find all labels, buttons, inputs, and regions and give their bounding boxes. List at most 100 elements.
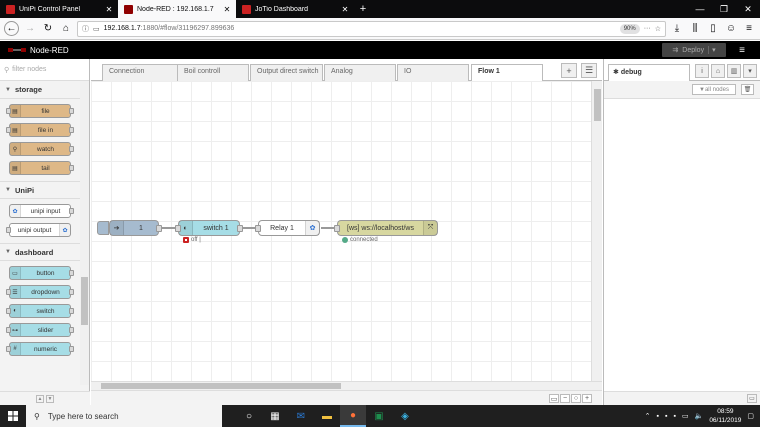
flow-node-relay[interactable]: Relay 1 ✿ <box>255 220 320 236</box>
palette-node-button[interactable]: ▭ button <box>9 266 74 280</box>
info-tab-icon[interactable]: i <box>695 64 709 78</box>
taskbar-clock[interactable]: 08:59 06/11/2019 <box>709 407 741 425</box>
popout-icon[interactable]: ▭ <box>747 394 757 403</box>
palette-category-unipi[interactable]: ▼ UniPi <box>0 181 89 199</box>
info-icon[interactable]: ⓘ <box>82 25 89 33</box>
tray-app-icon[interactable]: ▪ <box>656 412 659 420</box>
palette-node-unipi-output[interactable]: unipi output ✿ <box>6 223 71 237</box>
input-port[interactable] <box>255 225 261 232</box>
zoom-out-icon[interactable]: − <box>560 394 570 403</box>
tab-flow-1[interactable]: Flow 1 <box>471 64 543 82</box>
flow-list-icon[interactable]: ☰ <box>581 63 597 78</box>
task-view-icon[interactable]: ○ <box>245 410 253 422</box>
flow-canvas[interactable]: ➔ 1 ◐ switch 1 off | Relay 1 ✿ [ws] ws:/… <box>91 81 591 381</box>
debug-filter-button[interactable]: ▼ all nodes <box>692 84 736 95</box>
palette-node-tail[interactable]: ▤ tail <box>9 161 74 175</box>
palette-node-switch[interactable]: ◐ switch <box>6 304 74 318</box>
tray-expand-icon[interactable]: ⌃ <box>644 413 651 420</box>
library-icon[interactable]: ⫼ <box>692 23 698 34</box>
tab-output-direct-switch[interactable]: Output direct switch <box>250 64 323 81</box>
chart-tab-icon[interactable]: ▥ <box>727 64 741 78</box>
output-port[interactable] <box>156 225 162 232</box>
dashboard-tab-icon[interactable]: ⌂ <box>711 64 725 78</box>
palette-node-file[interactable]: ▤ file <box>6 104 74 118</box>
minimize-icon[interactable]: — <box>695 4 705 14</box>
output-port <box>69 308 74 314</box>
tab-debug[interactable]: ✱ debug <box>608 64 690 81</box>
firefox-app-icon[interactable]: ● <box>340 405 366 427</box>
palette-filter-input[interactable]: ⚲ filter nodes <box>0 59 89 81</box>
tab-io[interactable]: IO <box>397 64 469 81</box>
tab-boil-controll[interactable]: Boil controll <box>177 64 249 81</box>
tray-app-icon[interactable]: ▪ <box>665 412 668 420</box>
close-tab-icon[interactable]: ✕ <box>105 4 113 14</box>
more-icon[interactable]: ··· <box>643 25 651 32</box>
tab-analog[interactable]: Analog <box>324 64 396 81</box>
close-tab-icon[interactable]: ✕ <box>223 4 231 14</box>
sidebar-tabs-dropdown-icon[interactable]: ▾ <box>743 64 757 78</box>
palette-category-dashboard[interactable]: ▼ dashboard <box>0 243 89 261</box>
close-tab-icon[interactable]: ✕ <box>341 4 349 14</box>
flow-node-switch[interactable]: ◐ switch 1 <box>175 220 243 236</box>
inject-button[interactable] <box>97 221 109 235</box>
new-tab-button[interactable]: + <box>359 3 367 15</box>
restore-icon[interactable]: ❐ <box>719 3 729 14</box>
canvas-vertical-scrollbar[interactable] <box>591 81 602 381</box>
output-port[interactable] <box>237 225 243 232</box>
scrollbar-thumb[interactable] <box>594 89 601 121</box>
browser-tab-unipi[interactable]: UniPi Control Panel ✕ <box>0 0 118 18</box>
zoom-badge[interactable]: 90% <box>619 23 640 34</box>
scrollbar-thumb[interactable] <box>81 277 88 325</box>
outlook-app-icon[interactable]: ✉ <box>296 410 306 422</box>
windows-start-button[interactable] <box>0 405 26 427</box>
back-icon[interactable]: ← <box>4 21 19 36</box>
taskbar-search-input[interactable]: ⚲ Type here to search <box>26 405 222 427</box>
forward-icon[interactable]: → <box>25 23 35 34</box>
home-icon[interactable]: ⌂ <box>62 23 70 34</box>
deploy-options-icon[interactable]: ▾ <box>708 46 716 54</box>
palette-node-slider[interactable]: ⊶ slider <box>6 323 74 337</box>
volume-icon[interactable]: 🔈 <box>694 413 704 420</box>
trash-icon[interactable]: 🗑 <box>741 84 754 95</box>
deploy-button[interactable]: ⇉ Deploy ▾ <box>662 43 726 57</box>
palette-category-storage[interactable]: ▼ storage <box>0 81 89 99</box>
reload-icon[interactable]: ↻ <box>43 23 53 34</box>
flow-node-websocket[interactable]: [ws] ws://localhost/ws ⤧ <box>334 220 438 236</box>
input-port[interactable] <box>175 225 181 232</box>
palette-node-watch[interactable]: ⚲ watch <box>9 142 74 156</box>
downloads-icon[interactable]: ⤓ <box>674 23 680 34</box>
calendar-app-icon[interactable]: ▦ <box>270 410 280 422</box>
zoom-controls: ▭ − ○ + <box>549 394 592 403</box>
bookmark-star-icon[interactable]: ☆ <box>654 25 661 33</box>
browser-menu-icon[interactable]: ≡ <box>746 23 752 34</box>
account-icon[interactable]: ☺ <box>725 23 737 34</box>
navigator-icon[interactable]: ▭ <box>549 394 559 403</box>
palette-node-unipi-input[interactable]: ✿ unipi input <box>9 204 74 218</box>
zoom-in-icon[interactable]: + <box>582 394 592 403</box>
close-window-icon[interactable]: ✕ <box>744 3 752 14</box>
scrollbar-thumb[interactable] <box>101 383 341 389</box>
browser-tab-jotio[interactable]: JoTio Dashboard ✕ <box>236 0 354 18</box>
tray-app-icon[interactable]: ▪ <box>673 412 676 420</box>
input-port[interactable] <box>334 225 340 232</box>
url-bar[interactable]: ⓘ ▭ 192.168.1.7:1880/#flow/31196297.8996… <box>77 20 666 37</box>
palette-scrollbar[interactable] <box>80 81 89 385</box>
network-icon[interactable]: ▭ <box>681 413 689 420</box>
expand-all-icon[interactable]: ▼ <box>46 394 54 403</box>
browser-tab-node-red[interactable]: Node-RED : 192.168.1.7 ✕ <box>118 0 236 18</box>
sidebar-toggle-icon[interactable]: ▯ <box>710 23 716 34</box>
palette-node-file-in[interactable]: ▤ file in <box>6 123 74 137</box>
canvas-horizontal-scrollbar[interactable] <box>91 381 602 390</box>
palette-node-dropdown[interactable]: ☰ dropdown <box>6 285 74 299</box>
notifications-icon[interactable]: ▢ <box>747 413 754 420</box>
collapse-all-icon[interactable]: ▲ <box>36 394 44 403</box>
zoom-reset-icon[interactable]: ○ <box>571 394 581 403</box>
palette-node-numeric[interactable]: # numeric <box>6 342 74 356</box>
main-menu-icon[interactable]: ≡ <box>739 44 745 56</box>
excel-app-icon[interactable]: ▣ <box>374 410 384 422</box>
tab-connection[interactable]: Connection <box>102 64 178 81</box>
app-icon[interactable]: ◈ <box>401 410 409 422</box>
file-explorer-icon[interactable]: ▬ <box>322 410 332 422</box>
flow-node-inject[interactable]: ➔ 1 <box>109 220 162 236</box>
add-flow-button[interactable]: + <box>561 63 577 78</box>
